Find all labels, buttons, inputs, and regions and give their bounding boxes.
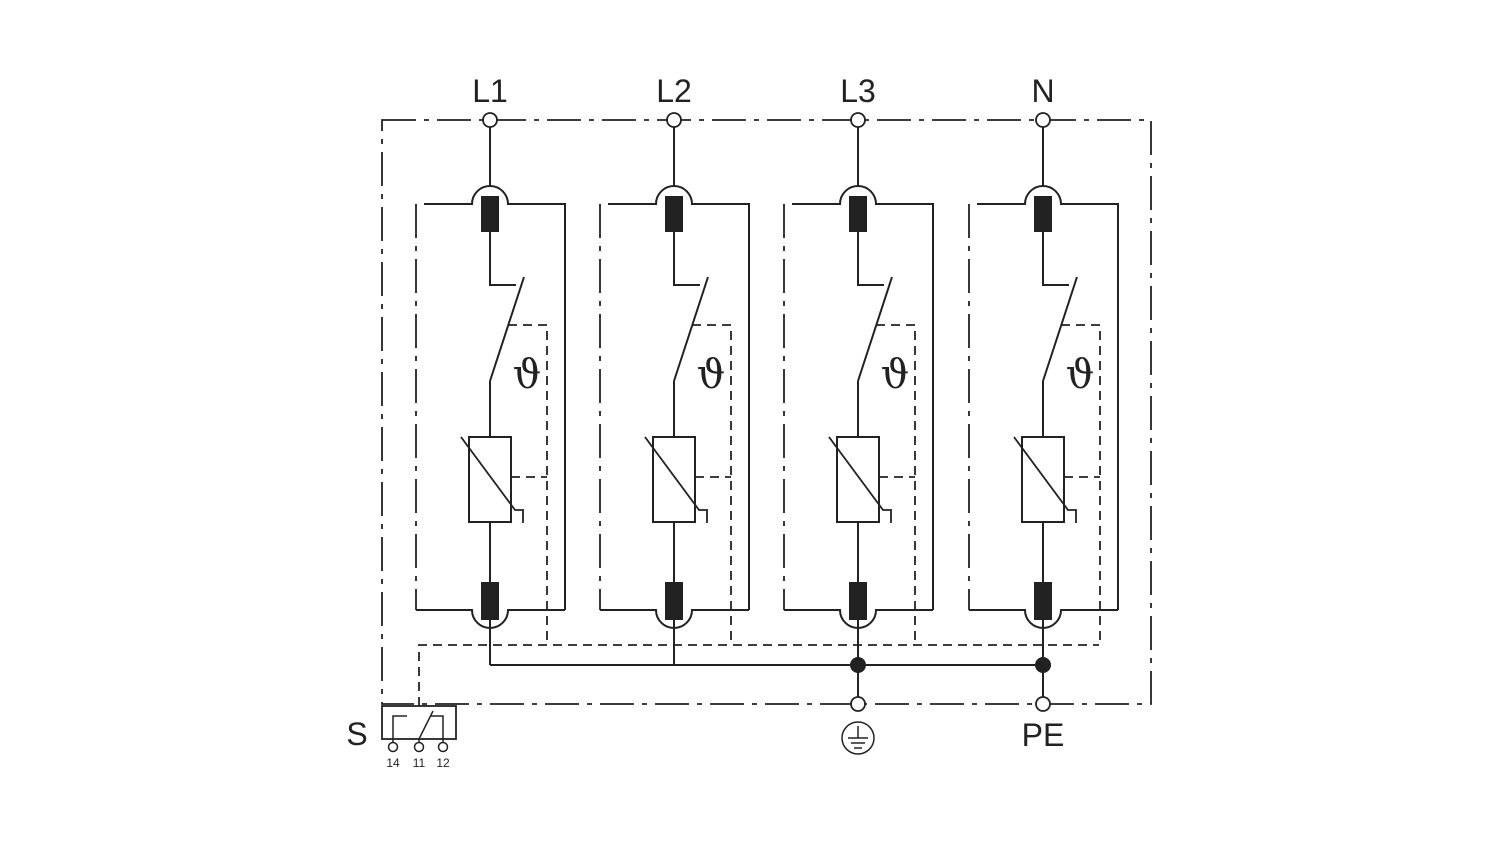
protection-module: L3 ϑ [783,73,934,665]
terminal-label: L1 [472,73,508,109]
plug-contact-bottom [481,582,499,620]
switch-lead [673,232,700,286]
switch-lead [857,232,884,286]
varistor-characteristic [460,436,524,523]
line-terminal [850,112,866,128]
varistor-body [468,436,512,523]
protection-module: Nϑ [968,73,1119,665]
thermal-trip-symbol: ϑ [513,352,542,398]
pin-label-14: 14 [386,756,400,770]
varistor-characteristic [644,436,708,523]
plug-contact-bottom [849,582,867,620]
protection-module: L1 ϑ [415,73,566,665]
line-terminal [1035,112,1051,128]
pe-terminal [1035,696,1051,712]
pe-label: PE [1022,717,1065,753]
pin-label-11: 11 [413,756,426,770]
outer-enclosure [381,119,1152,705]
varistor-body [836,436,880,523]
varistor-characteristic [1013,436,1077,523]
disconnector-switch [673,276,709,382]
line-terminal [666,112,682,128]
plug-contact-top [1034,196,1052,232]
thermal-trip-symbol: ϑ [1066,352,1095,398]
plug-contact-bottom [1034,582,1052,620]
pin-11-terminal [413,741,425,753]
disconnector-switch [1042,276,1078,382]
plug-contact-top [849,196,867,232]
varistor-characteristic [828,436,892,523]
module-housing-top [608,185,750,610]
switch-lead [489,232,516,286]
plug-contact-top [481,196,499,232]
disconnector-switch [489,276,525,382]
varistor-body [652,436,696,523]
module-housing-top [792,185,934,610]
thermal-trip-symbol: ϑ [697,352,726,398]
signal-bus-dashed [418,644,1099,706]
module-housing-top [424,185,566,610]
terminal-label: L3 [840,73,876,109]
pin-12-terminal [437,741,449,753]
module-housing-top [977,185,1119,610]
disconnector-switch [857,276,893,382]
plug-contact-bottom [665,582,683,620]
pin-14-terminal [387,741,399,753]
plug-contact-top [665,196,683,232]
signal-contact-block [381,705,457,753]
thermal-link-dashed [508,324,548,643]
terminal-label: N [1031,73,1054,109]
protection-module: L2 ϑ [599,73,750,665]
varistor-body [1021,436,1065,523]
line-terminal [482,112,498,128]
protective-earth-icon [841,721,875,755]
pin-label-12: 12 [436,756,450,770]
thermal-trip-symbol: ϑ [881,352,910,398]
thermal-link-dashed [692,324,732,643]
thermal-link-dashed [876,324,916,643]
thermal-link-dashed [1061,324,1101,643]
signal-contact-label: S [346,716,367,752]
terminal-label: L2 [656,73,692,109]
earth-terminal [850,696,866,712]
switch-lead [1042,232,1069,286]
